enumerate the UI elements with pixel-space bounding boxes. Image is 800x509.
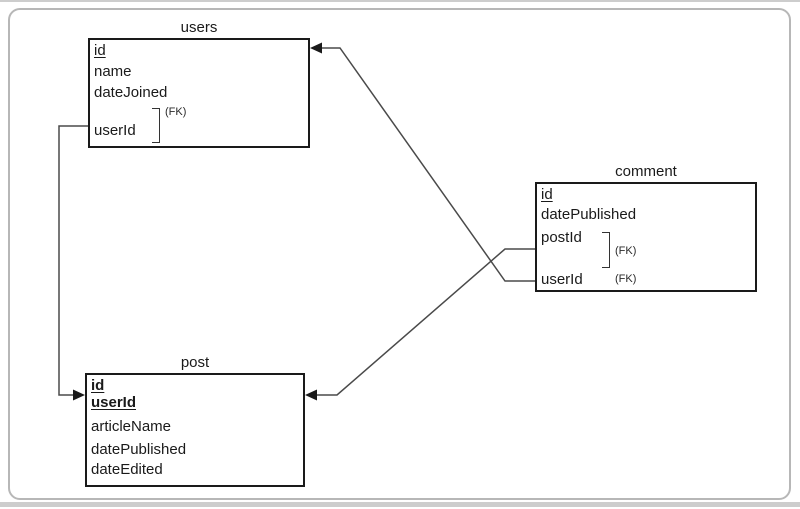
table-post-title: post [180,354,210,371]
fk-tag-users-userid: (FK) [165,106,187,118]
field-comment-datepublished: datePublished [541,206,637,223]
fk-bracket-icon [152,108,160,143]
relationship-line-users-post [58,125,88,396]
arrowhead-into-users-right [310,42,322,54]
table-users[interactable]: users id name dateJoined userId (FK) [88,19,310,148]
field-users-name: name [94,63,132,80]
field-post-dateedited: dateEdited [91,461,163,478]
field-comment-id: id [541,186,553,203]
fk-tag-comment-postid: (FK) [615,245,637,257]
table-users-title: users [180,19,218,36]
field-post-articlename: articleName [91,418,172,435]
diagram-card-border [8,8,791,500]
arrowhead-into-post-left [73,389,85,401]
field-users-id: id [94,42,106,59]
field-comment-postid: postId [541,229,582,246]
table-post[interactable]: post id userId articleName datePublished… [85,354,305,487]
relationship-line-comment-users [322,47,535,282]
relationship-line-comment-post [317,248,535,396]
bottom-edge-strip [0,502,800,507]
field-users-datejoined: dateJoined [94,84,168,101]
table-comment-title: comment [615,163,677,180]
table-comment[interactable]: comment id datePublished postId userId (… [535,163,757,292]
fk-tag-comment-userid: (FK) [615,273,637,285]
arrowhead-into-post-right [305,389,317,401]
field-users-userid: userId [94,122,136,139]
field-post-id: id [91,377,105,394]
field-post-datepublished: datePublished [91,441,187,458]
fk-bracket-icon [602,232,610,268]
field-comment-userid: userId [541,271,583,288]
field-post-userid: userId [91,394,137,411]
top-edge-strip [0,0,800,2]
